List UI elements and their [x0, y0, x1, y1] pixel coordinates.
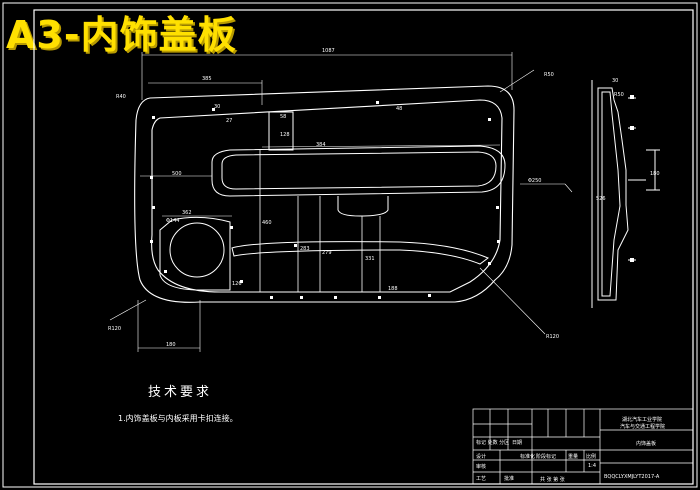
- dim-128: 128: [280, 132, 290, 138]
- tb-std: 标准化: [520, 454, 536, 460]
- dim-180b: 180: [650, 171, 660, 177]
- side-view: [591, 80, 660, 308]
- tb-date: 日期: [512, 440, 523, 446]
- internal-lines: [259, 150, 381, 292]
- tb-stage: 阶段标记: [536, 454, 557, 460]
- tb-weight: 重量: [568, 454, 579, 460]
- dim-331: 331: [365, 256, 375, 262]
- dim-r40: R40: [116, 94, 126, 100]
- dim-126: 126: [232, 281, 242, 287]
- dim-283: 283: [300, 246, 310, 252]
- dim-r120b: R120: [546, 334, 559, 340]
- tb-dept: 汽车与交通工程学院: [620, 424, 666, 430]
- dimension-texts: 1087 385 30 58 128 384 500 362 Φ144 460 …: [108, 48, 660, 348]
- dim-r120a: R120: [108, 326, 121, 332]
- tb-check: 审核: [476, 464, 487, 470]
- requirements-title: 技术要求: [148, 385, 213, 400]
- drawing-title-banner: A3-内饰盖板: [6, 13, 237, 57]
- dim-58: 58: [280, 114, 286, 120]
- speaker-cutout: [159, 216, 231, 291]
- dim-384: 384: [316, 142, 326, 148]
- tb-process: 工艺: [476, 476, 487, 482]
- dim-r50b: R50: [614, 92, 624, 98]
- dim-362: 362: [182, 210, 192, 216]
- dim-526: 526: [596, 196, 606, 202]
- dim-500: 500: [172, 171, 182, 177]
- tb-drawing-no: BQQCLYXMJLYT2017-A: [604, 474, 660, 480]
- tb-school: 湖北汽车工业学院: [622, 417, 663, 423]
- dim-30b: 30: [612, 78, 618, 84]
- dimension-lines: [109, 52, 573, 352]
- handle-pocket: [268, 111, 294, 151]
- dim-279: 279: [322, 250, 332, 256]
- tb-rev: 标记 处数 分区: [476, 440, 510, 446]
- tb-part-name: 内饰盖板: [636, 441, 657, 447]
- tb-design: 设计: [476, 454, 487, 460]
- side-view-marks: [630, 95, 634, 262]
- dim-48: 48: [396, 106, 402, 112]
- dim-188: 188: [388, 286, 398, 292]
- tb-scale: 比例: [586, 454, 597, 460]
- lower-strap: [231, 241, 489, 265]
- tb-scale-val: 1:4: [588, 463, 597, 469]
- inner-frame: [33, 9, 694, 485]
- armrest-pocket: [211, 145, 506, 217]
- dim-top-left: 385: [202, 76, 212, 82]
- title-block-grid: [472, 408, 694, 485]
- requirements-note: 1.内饰盖板与内板采用卡扣连接。: [118, 414, 238, 423]
- tb-approve: 批准: [504, 476, 515, 482]
- dim-180: 180: [166, 342, 176, 348]
- dim-27: 27: [226, 118, 232, 124]
- dim-overall-width: 1087: [322, 48, 335, 54]
- dim-460: 460: [262, 220, 272, 226]
- dim-r50a: R50: [544, 72, 554, 78]
- tb-sheet: 共 张 第 张: [540, 477, 565, 483]
- dim-height-small: 30: [214, 104, 220, 110]
- dim-phi250: Φ250: [528, 178, 541, 184]
- dim-phi144: Φ144: [166, 218, 179, 224]
- clip-points: [150, 101, 500, 299]
